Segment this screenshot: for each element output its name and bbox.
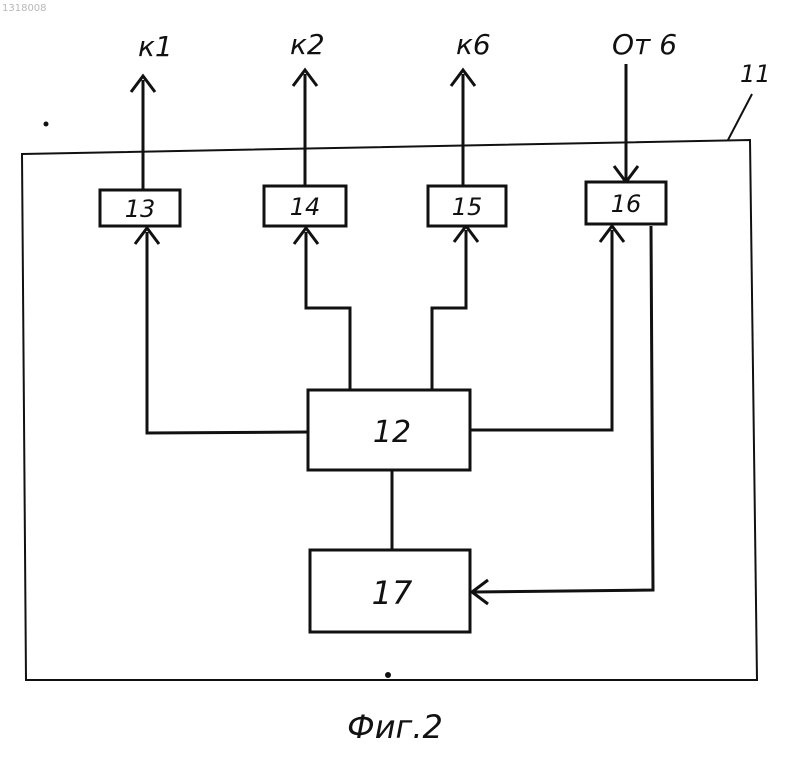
block-17-label: 17: [372, 574, 413, 612]
output-arrow-13: [131, 76, 155, 190]
output-arrow-14: [293, 70, 317, 186]
output-label-k1: к1: [138, 30, 173, 63]
document-id: 1318008: [2, 3, 47, 14]
scan-speck: [44, 122, 49, 127]
block-16: 16: [586, 182, 666, 224]
block-17: 17: [310, 550, 470, 632]
input-arrow-16: [614, 64, 638, 182]
block-16-label: 16: [611, 190, 642, 218]
outer-block-leader: [728, 94, 752, 140]
scan-speck: [385, 672, 391, 678]
input-label-ot6: От 6: [612, 28, 677, 61]
block-12-label: 12: [373, 415, 411, 450]
block-13: 13: [100, 190, 180, 226]
link-12-to-15: [432, 226, 478, 390]
output-label-k6: к6: [456, 28, 491, 61]
link-12-to-16: [470, 226, 624, 430]
block-14: 14: [264, 186, 346, 226]
block-12: 12: [308, 390, 470, 470]
link-12-to-13: [135, 228, 308, 433]
link-12-to-14: [294, 228, 350, 390]
outer-block-label: 11: [740, 60, 771, 88]
block-13-label: 13: [125, 195, 156, 223]
block-14-label: 14: [290, 193, 321, 221]
output-arrow-15: [451, 70, 475, 186]
block-15: 15: [428, 186, 506, 226]
output-label-k2: к2: [290, 28, 325, 61]
figure-caption: Фиг.2: [347, 708, 443, 746]
block-15-label: 15: [452, 193, 483, 221]
link-16-to-17: [472, 226, 653, 604]
